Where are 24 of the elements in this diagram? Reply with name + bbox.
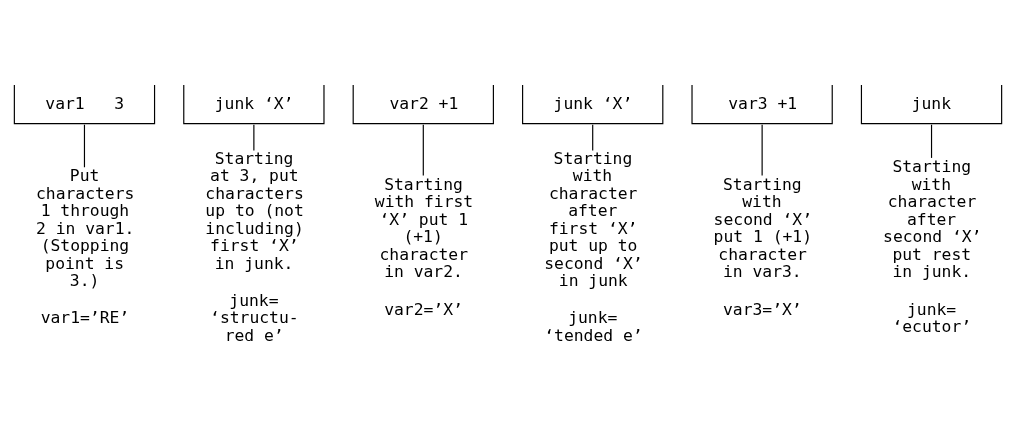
node-text: var2 +1 bbox=[389, 93, 459, 113]
node-text: Put characters 1 through 2 in var1. (Stopping point is 3.) bbox=[35, 165, 135, 290]
node-text: junk ‘X’ bbox=[553, 93, 633, 113]
connector bbox=[83, 123, 86, 168]
node-label: junk= ‘tended e’ bbox=[544, 307, 643, 345]
connector bbox=[422, 123, 424, 176]
node-label: var3=’X’ bbox=[722, 299, 802, 319]
node-text: var1 3 bbox=[45, 93, 125, 113]
node-text: Starting at 3, put characters up to (not including) first ‘X’ in junk. bbox=[205, 148, 304, 273]
node-label: junk= ‘structu- red e’ bbox=[210, 290, 299, 345]
connector bbox=[253, 123, 255, 151]
node-text: var3 +1 bbox=[728, 93, 798, 113]
node-text: Starting with character after first ‘X’ put up to second ‘X’ in junk bbox=[544, 148, 643, 290]
node-text: Starting with first ‘X’ put 1 (+1) character in var2. bbox=[374, 174, 474, 281]
node-text: Starting with second ‘X’ put 1 (+1) character in var3. bbox=[713, 174, 813, 281]
node-text: Starting with character after second ‘X’ put rest in junk. bbox=[883, 156, 982, 281]
node-label: junk= ‘ecutor’ bbox=[892, 299, 972, 336]
node-label: var1=’RE’ bbox=[40, 307, 130, 327]
node-text: junk bbox=[911, 93, 952, 113]
node-text: junk ‘X’ bbox=[214, 93, 294, 113]
connector bbox=[930, 123, 933, 158]
connector bbox=[592, 123, 594, 151]
node-label: var2=’X’ bbox=[384, 299, 463, 319]
connector bbox=[761, 123, 763, 176]
